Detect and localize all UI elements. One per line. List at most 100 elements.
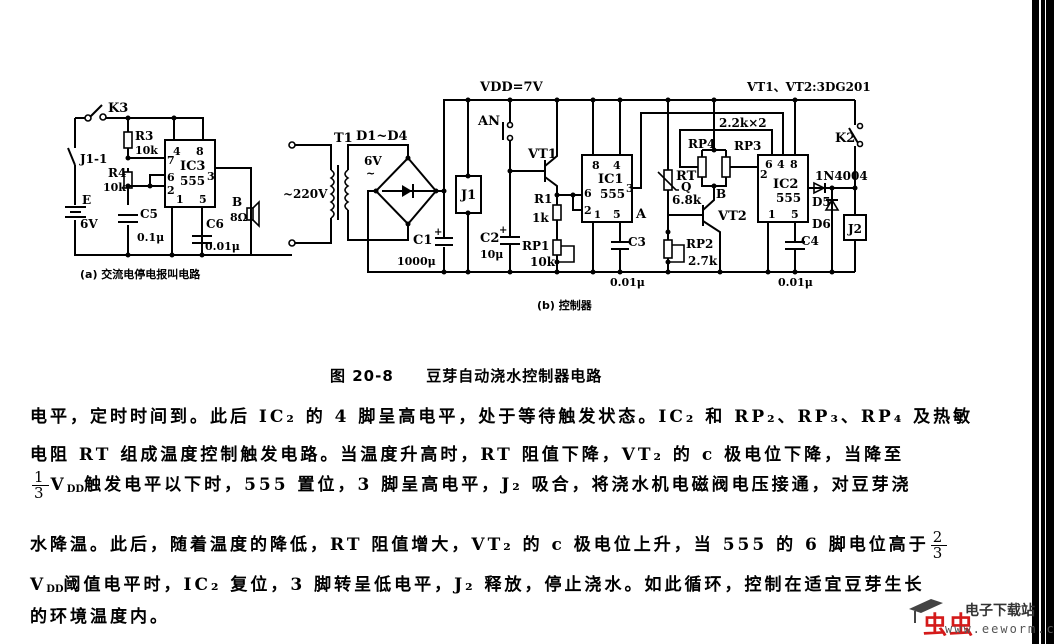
button-an-contact (506, 134, 514, 142)
body-line-1: 电平，定时时间到。此后 IC₂ 的 4 脚呈高电平，处于等待触发状态。IC₂ 和… (30, 407, 974, 427)
transformer-secondary (344, 169, 350, 211)
body-line-3: 1 3 VDD触发电平以下时，555 置位，3 脚呈高电平，J₂ 吸合，将浇水机… (32, 468, 912, 502)
diode-d6 (824, 198, 840, 211)
label-c3: C3 (628, 235, 646, 249)
label-vt1: VT1 (527, 147, 557, 162)
label-c2-value: 10μ (480, 248, 503, 261)
label-d5: D5 (812, 195, 831, 209)
svg-text:5: 5 (791, 208, 799, 221)
label-r4: R4 (108, 166, 126, 180)
svg-text:4: 4 (777, 158, 785, 171)
label-vt2: VT2 (717, 209, 747, 224)
label-r3: R3 (135, 129, 153, 143)
watermark-brand: 电子下载站 (965, 603, 1035, 619)
label-j1-1: J1-1 (79, 152, 107, 166)
wire (128, 157, 165, 187)
body-line-5: VDD阈值电平时，IC₂ 复位，3 脚转呈低电平，J₂ 释放，停止浇水。如此循环… (30, 575, 925, 595)
label-rp3: RP3 (734, 139, 761, 153)
watermark: 虫虫 电子下载站 www.eeworm.com (905, 595, 1056, 644)
fraction-two-thirds: 2 3 (930, 528, 948, 562)
label-r3-value: 10k (135, 144, 158, 157)
svg-text:6: 6 (167, 171, 175, 184)
button-an-contact (506, 121, 514, 129)
label-c1-value: 1000μ (397, 255, 436, 268)
svg-text:1: 1 (768, 208, 776, 221)
relay-j1-contact (67, 147, 76, 166)
border-bar (1041, 0, 1045, 644)
svg-text:4: 4 (613, 159, 621, 172)
transistor-vt2 (668, 186, 721, 272)
label-speaker-value: 8Ω (230, 211, 248, 224)
label-c5-value: 0.1μ (137, 231, 164, 244)
wire (632, 112, 784, 189)
svg-text:8: 8 (790, 158, 798, 171)
capacitor-c4 (785, 241, 805, 250)
label-d6: D6 (812, 217, 831, 231)
label-c4: C4 (801, 234, 819, 248)
svg-text:5: 5 (613, 208, 621, 221)
switch-k2-contact (856, 140, 864, 148)
potentiometer-rp4 (697, 156, 707, 178)
label-j1: J1 (460, 188, 476, 203)
wire (171, 118, 252, 255)
potentiometer-rp1 (552, 239, 562, 256)
capacitor-c6 (192, 235, 212, 244)
wire (74, 220, 292, 256)
figure-number: 图 20-8 (330, 367, 394, 385)
label-mains: ~220V (283, 187, 328, 201)
svg-text:4: 4 (173, 145, 181, 158)
label-battery-value: 6V (80, 217, 98, 231)
switch-k3-contact (84, 114, 92, 122)
label-ic2: IC2 (773, 177, 798, 192)
capacitor-c5 (118, 214, 138, 223)
label-node-a: A (635, 207, 647, 222)
label-node-b: B (716, 187, 726, 201)
label-r1-value: 1k (532, 211, 549, 225)
relay-j2 (843, 214, 867, 241)
subfigure-a-caption: (a) 交流电停电报叫电路 (80, 268, 201, 281)
diode-d5 (813, 181, 826, 195)
speaker-icon (246, 207, 254, 221)
ic3-chip (164, 139, 216, 208)
resistor-r1 (552, 204, 562, 221)
border-bar (1032, 0, 1039, 644)
label-bridge: D1~D4 (356, 129, 408, 144)
svg-text:1: 1 (594, 210, 601, 221)
subfigure-b-caption: (b) 控制器 (537, 299, 592, 312)
capacitor-c1 (435, 237, 453, 246)
watermark-url: www.eeworm.com (945, 622, 1056, 636)
label-c3-value: 0.01μ (610, 276, 645, 289)
label-rt-value: 6.8k (672, 193, 702, 207)
body-line-6: 的环境温度内。 (30, 607, 170, 627)
label-c2: C2 (480, 231, 499, 246)
label-secondary: 6V (364, 154, 382, 168)
resistor-r3 (123, 131, 133, 149)
label-ic2-type: 555 (776, 191, 801, 205)
label-r1: R1 (534, 192, 552, 206)
svg-text:2: 2 (584, 204, 592, 217)
svg-text:~: ~ (366, 167, 375, 180)
label-j2: J2 (847, 222, 862, 236)
label-k3: K3 (108, 101, 128, 116)
label-c6-value: 0.01μ (205, 240, 240, 253)
wire (106, 117, 204, 140)
capacitor-c3 (611, 241, 629, 250)
svg-text:3: 3 (207, 170, 215, 183)
svg-text:1: 1 (176, 193, 184, 206)
svg-text:6: 6 (584, 187, 592, 200)
capacitor-c2 (500, 236, 520, 245)
battery-icon (65, 206, 86, 218)
potentiometer-rp2 (663, 239, 673, 259)
terminal (288, 141, 296, 149)
watermark-logo: 虫虫 (923, 611, 975, 639)
switch-k3-blade (89, 104, 103, 118)
figure-title: 图 20-8 豆芽自动浇水控制器电路 (330, 365, 602, 386)
label-c4-value: 0.01μ (778, 276, 813, 289)
circuit-b-schematic: ~220V T1 D1~D4 6V ~ + C1 1000μ J1 AN + C… (283, 80, 871, 289)
svg-text:7: 7 (167, 154, 175, 167)
label-ic1-type: 555 (600, 187, 625, 201)
label-battery: E (82, 193, 91, 207)
label-button-an: AN (477, 114, 500, 129)
svg-text:3: 3 (626, 182, 634, 195)
